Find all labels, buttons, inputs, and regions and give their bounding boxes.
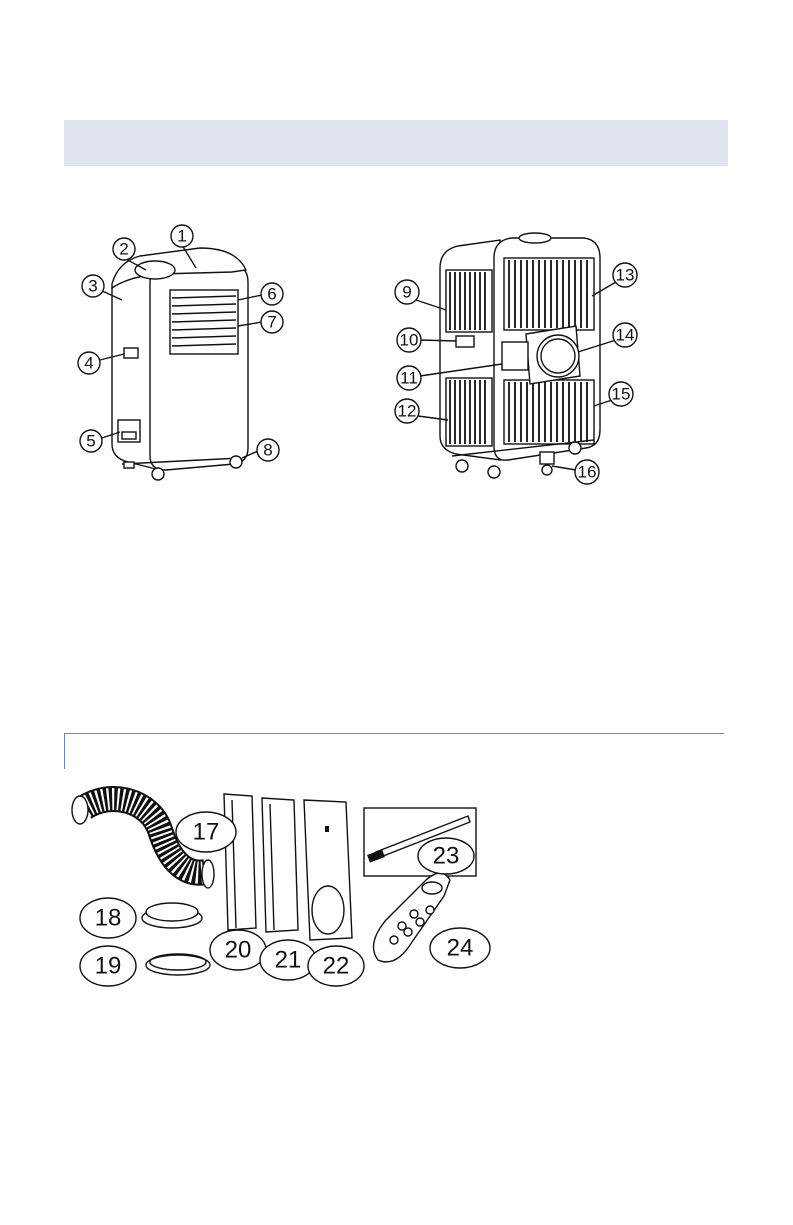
callout-22: 22 [323, 953, 350, 980]
callout-19: 19 [95, 953, 122, 980]
callout-1: 1 [177, 227, 186, 246]
callout-13: 13 [616, 266, 635, 285]
callout-7: 7 [267, 313, 276, 332]
front-unit-drawing [112, 248, 248, 480]
callout-16: 16 [578, 463, 597, 482]
callout-3: 3 [88, 277, 97, 296]
callout-15: 15 [612, 385, 631, 404]
accessories-section-rule [64, 733, 724, 734]
callout-20: 20 [225, 937, 252, 964]
callout-17: 17 [193, 819, 220, 846]
callout-9: 9 [402, 283, 411, 302]
callout-8: 8 [263, 441, 272, 460]
callout-4: 4 [84, 354, 93, 373]
accessories-section-tick [64, 733, 65, 769]
callout-18: 18 [95, 905, 122, 932]
callout-23: 23 [433, 843, 460, 870]
callout-11: 11 [400, 369, 418, 388]
callout-10: 10 [400, 331, 419, 350]
callout-5: 5 [86, 432, 95, 451]
callout-6: 6 [267, 285, 276, 304]
callout-12: 12 [398, 402, 417, 421]
callout-24: 24 [447, 935, 474, 962]
back-unit-drawing [440, 233, 600, 478]
callout-2: 2 [119, 240, 128, 259]
callout-21: 21 [275, 947, 302, 974]
callout-14: 14 [616, 326, 635, 345]
